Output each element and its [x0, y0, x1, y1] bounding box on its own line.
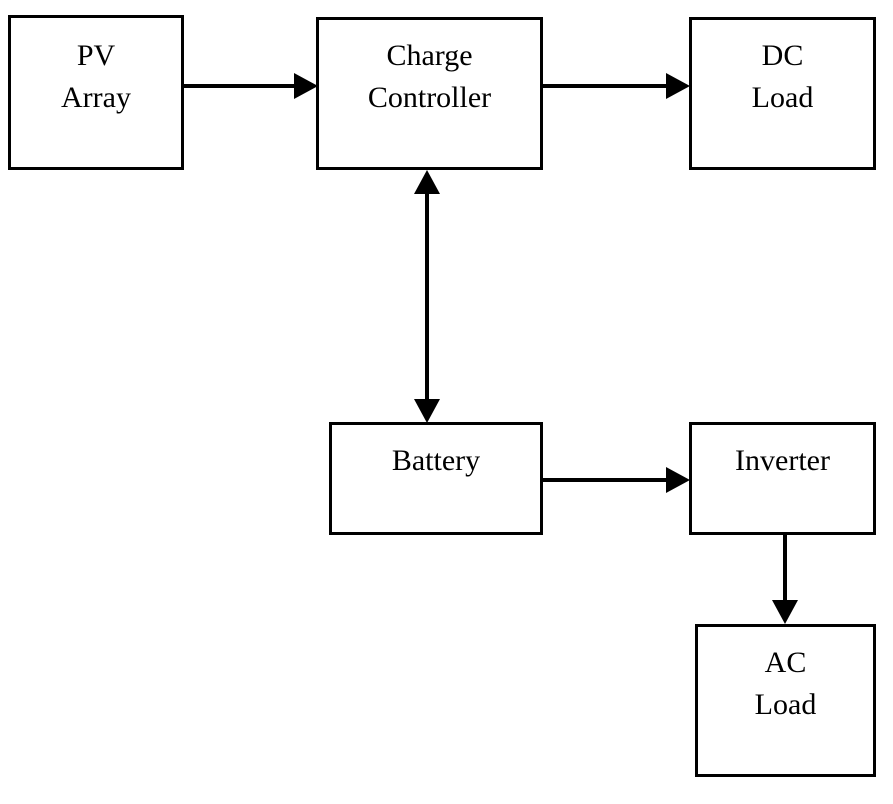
- charge-controller-label-line1: Charge: [386, 39, 473, 72]
- pv-array-label-line2: Array: [61, 81, 131, 114]
- arrow-controller-to-dc-load: [542, 73, 690, 99]
- arrow-battery-to-inverter: [542, 467, 690, 493]
- ac-load-label-line1: AC: [764, 646, 807, 679]
- dc-load-label-line2: Load: [751, 81, 814, 114]
- pv-array-block: PV Array: [8, 15, 184, 170]
- charge-controller-block: Charge Controller: [316, 17, 543, 170]
- arrow-inverter-to-ac-load: [772, 535, 798, 624]
- inverter-block: Inverter: [689, 422, 876, 535]
- ac-load-block: AC Load: [695, 624, 876, 777]
- arrow-controller-battery-bidirectional: [414, 170, 440, 423]
- battery-block: Battery: [329, 422, 543, 535]
- ac-load-label-line2: Load: [754, 688, 817, 721]
- dc-load-block: DC Load: [689, 17, 876, 170]
- inverter-label: Inverter: [735, 444, 830, 477]
- dc-load-label-line1: DC: [761, 39, 804, 72]
- charge-controller-label-line2: Controller: [367, 81, 492, 114]
- arrow-pv-to-controller: [183, 73, 318, 99]
- battery-label: Battery: [391, 444, 481, 477]
- pv-array-label-line1: PV: [76, 39, 116, 72]
